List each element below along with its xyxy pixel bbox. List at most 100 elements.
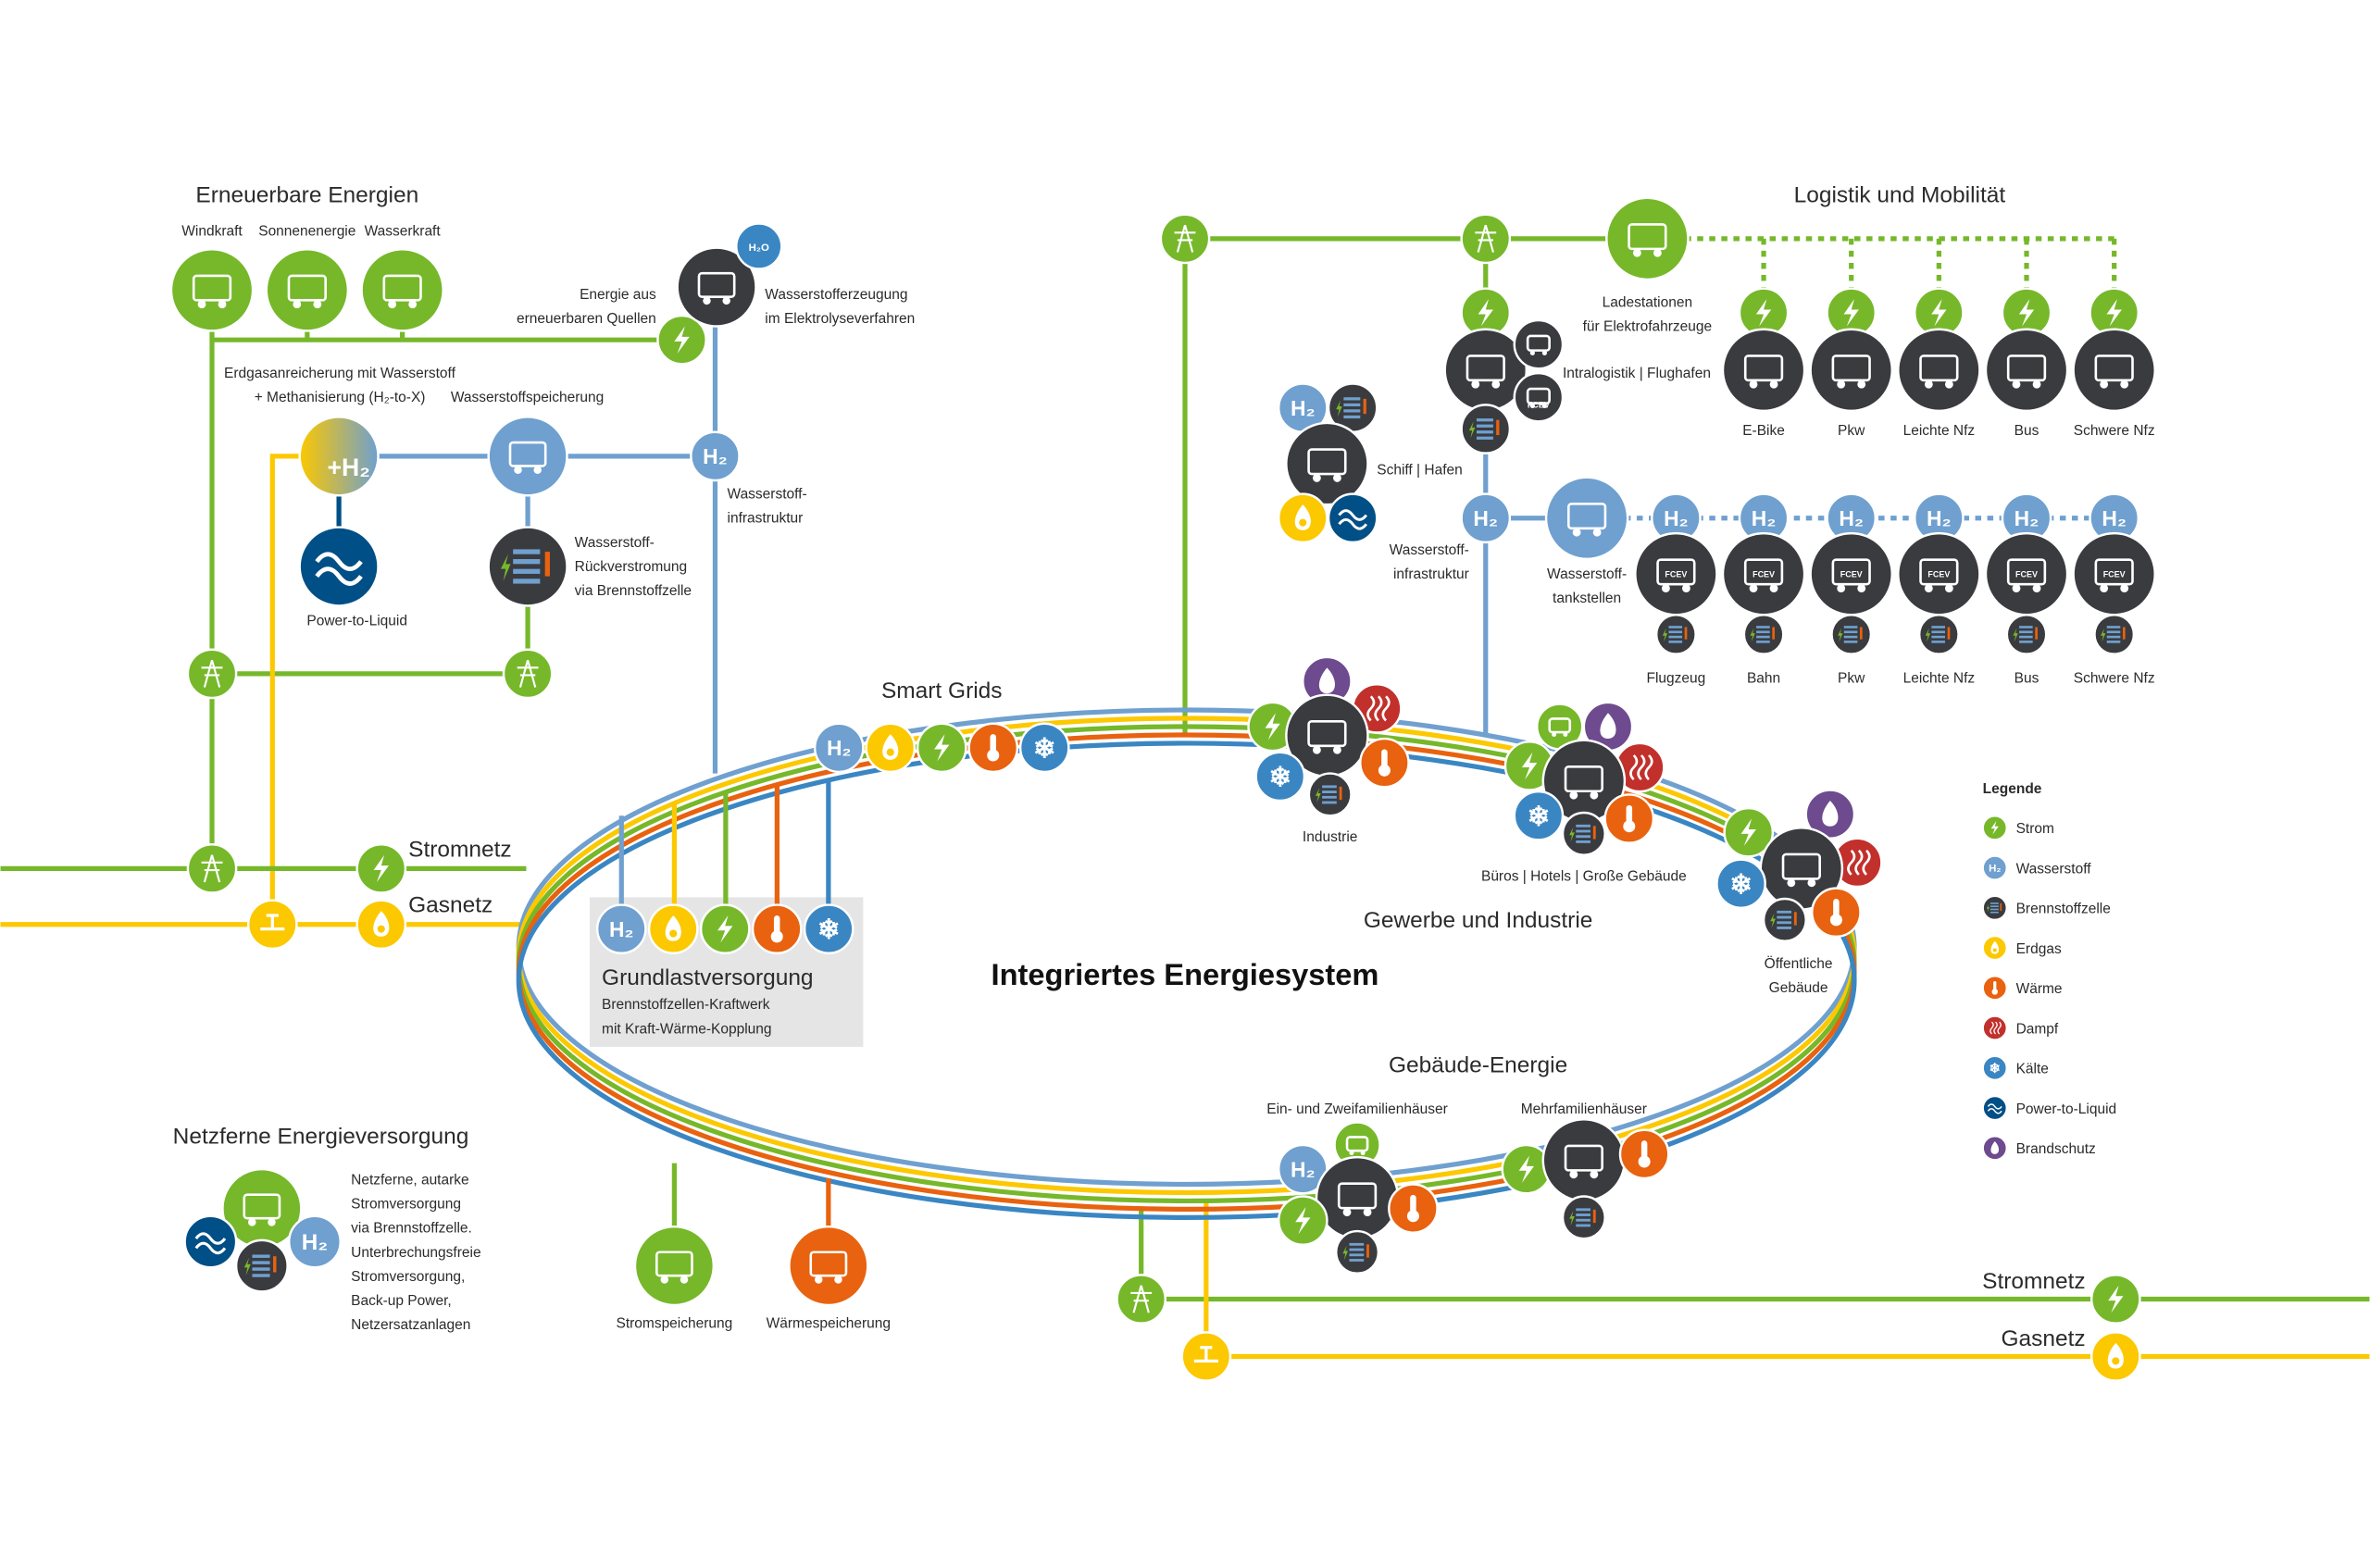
- gasnetz-icon: [356, 899, 407, 951]
- hydrogen-station-icon: [1544, 476, 1629, 561]
- svg-text:H₂: H₂: [302, 1230, 328, 1255]
- fuel-cell-icon: [1917, 613, 1960, 655]
- label-oeffentlich-2: Gebäude: [1769, 980, 1828, 996]
- electrolyzer-icon: [676, 246, 757, 328]
- offgrid-line: Netzersatzanlagen: [351, 1317, 470, 1333]
- oeffentlich-strom-icon: [1723, 806, 1775, 858]
- label-energie-quellen-2: erneuerbaren Quellen: [517, 311, 656, 327]
- bueros-green-icon: [1536, 703, 1584, 751]
- legend-label: Wasserstoff: [2016, 861, 2092, 877]
- label-infrastruktur-1: Wasserstoff-: [728, 487, 807, 503]
- smart-grid-strom-icon: [916, 722, 967, 774]
- stromnetz-label-left: Stromnetz: [408, 837, 512, 862]
- label-windkraft: Windkraft: [181, 224, 243, 240]
- e-vehicle-icon: [1984, 328, 2069, 413]
- legend-item: ❄Kälte: [1981, 1054, 2049, 1082]
- offgrid-line: Back-up Power,: [351, 1293, 452, 1309]
- label-rueck-1: Wasserstoff-: [575, 535, 655, 551]
- power-pylon-icon: [1460, 213, 1512, 265]
- legend-brand-icon: [1981, 1135, 2009, 1162]
- svg-text:H₂: H₂: [1989, 864, 2001, 875]
- legend-item: Strom: [1981, 815, 2054, 841]
- h2-icon: H₂: [1651, 492, 1702, 544]
- label-schiff: Schiff | Hafen: [1377, 462, 1462, 478]
- svg-text:H₂: H₂: [1291, 1157, 1316, 1181]
- power-pylon-icon: [502, 648, 554, 700]
- e-vehicle-icon: [1809, 328, 1893, 413]
- label-stromspeicherung: Stromspeicherung: [616, 1316, 732, 1332]
- fuel-cell-icon: [487, 526, 568, 607]
- wind-turbine-icon: [169, 248, 255, 332]
- charging-station-icon: [1605, 196, 1690, 281]
- fuel-cell-icon: [2093, 613, 2136, 655]
- fcev-vehicle-label: Bahn: [1747, 671, 1780, 687]
- legend-strom-icon: [1981, 815, 2009, 841]
- svg-text:H₂: H₂: [2014, 506, 2039, 530]
- fcev-vehicle-icon: [2072, 531, 2156, 616]
- svg-text:H₂: H₂: [1752, 506, 1777, 530]
- smart-grid-kaelte-icon: ❄: [1018, 722, 1070, 774]
- e-vehicle-label: Pkw: [1838, 423, 1865, 439]
- svg-text:+H₂: +H₂: [328, 454, 370, 481]
- label-infrastruktur-2: infrastruktur: [728, 511, 804, 527]
- label-sonnenenergie: Sonnenenergie: [258, 224, 356, 240]
- label-log-infra-1: Wasserstoff-: [1390, 542, 1469, 558]
- fuel-cell-icon: [2005, 613, 2048, 655]
- offgrid-line: Netzferne, autarke: [351, 1172, 469, 1188]
- label-intralogistik: Intralogistik | Flughafen: [1563, 366, 1711, 381]
- svg-text:H₂: H₂: [1927, 506, 1952, 530]
- oeffentlich-brand-icon: [1804, 789, 1856, 840]
- svg-text:H₂: H₂: [703, 444, 728, 468]
- gasnetz-label-left: Gasnetz: [408, 893, 493, 918]
- legend-kaelte-icon: ❄: [1981, 1054, 2009, 1082]
- smart-grid-gas-icon: [865, 722, 917, 774]
- svg-text:H₂: H₂: [1839, 506, 1864, 530]
- legend-bz-icon: [1981, 894, 2009, 922]
- power-pylon-icon: [1159, 213, 1211, 265]
- ptl-icon: [183, 1214, 238, 1269]
- strom-icon: [1738, 287, 1790, 339]
- grundlast-line-2: mit Kraft-Wärme-Kopplung: [602, 1021, 771, 1037]
- label-energie-quellen-1: Energie aus: [580, 287, 656, 303]
- svg-text:H₂: H₂: [2102, 506, 2127, 530]
- label-log-infra-2: infrastruktur: [1393, 566, 1469, 582]
- power-pylon-icon: [186, 843, 238, 894]
- smart-grids-heading: Smart Grids: [881, 678, 1003, 703]
- fcev-vehicle-icon: [1809, 531, 1893, 616]
- grundlast-gas-icon: [647, 903, 699, 955]
- renewables-heading: Erneuerbare Energien: [195, 183, 418, 208]
- legend-item: Power-to-Liquid: [1981, 1094, 2116, 1122]
- commerce-heading: Gewerbe und Industrie: [1364, 908, 1593, 933]
- h2o-label: H₂O: [749, 243, 769, 254]
- h2-to-x-icon: +H₂: [298, 416, 380, 497]
- legend-label: Dampf: [2016, 1021, 2059, 1037]
- legend-item: Wärme: [1981, 975, 2063, 1002]
- industrie-waerme-icon: [1359, 737, 1410, 789]
- fcev-vehicle-label: Bus: [2014, 671, 2039, 687]
- fuel-cell-icon: [1460, 404, 1512, 454]
- legend-item: H₂ Wasserstoff: [1981, 854, 2092, 881]
- legend-label: Brennstoffzelle: [2016, 902, 2111, 917]
- grundlast-heading: Grundlastversorgung: [602, 965, 813, 990]
- fcev-marking-leichte-nfz: FCEV: [1927, 569, 1950, 579]
- fcev-forklift-icon: [1513, 371, 1565, 423]
- oeffentlich-kaelte-icon: ❄: [1715, 858, 1766, 910]
- fcev-vehicle-label: Flugzeug: [1647, 671, 1706, 687]
- svg-text:H₂: H₂: [1473, 506, 1498, 530]
- fcev-marking-bahn: FCEV: [1753, 569, 1775, 579]
- label-elektrolyse-1: Wasserstofferzeugung: [765, 287, 907, 303]
- legend-label: Brandschutz: [2016, 1141, 2096, 1157]
- fcev-vehicle-label: Pkw: [1838, 671, 1865, 687]
- bueros-waerme-icon: [1603, 793, 1655, 844]
- power-pylon-icon: [1116, 1274, 1167, 1325]
- branch-lines: [618, 780, 831, 1232]
- gas-valve-icon: [246, 899, 298, 951]
- e-vehicle-icon: [1897, 328, 1981, 413]
- fuel-cell-icon: [1830, 613, 1873, 655]
- grundlast-kaelte-icon: ❄: [803, 903, 854, 955]
- offgrid-line: via Brennstoffzelle.: [351, 1221, 472, 1237]
- mfh-dark-icon: [1541, 1118, 1627, 1202]
